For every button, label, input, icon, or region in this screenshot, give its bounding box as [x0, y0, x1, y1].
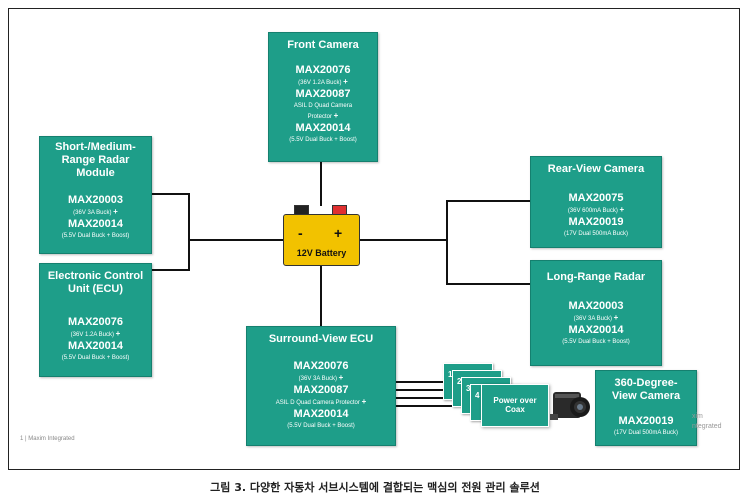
part-number: MAX20076: [293, 360, 349, 372]
connector-ecu: [150, 269, 190, 271]
front-camera-title: Front Camera: [287, 39, 359, 51]
connector-right-trunk: [446, 200, 448, 285]
connector-right-battery: [358, 239, 448, 241]
connector-long-radar: [446, 283, 530, 285]
surround-view-ecu-box: Surround-View ECU MAX20076 (36V 3A Buck)…: [246, 326, 396, 446]
part-number: MAX20076: [67, 316, 124, 328]
coax-card-number: 3: [466, 384, 471, 393]
part-number: MAX20087: [295, 88, 351, 100]
plus-sign: +: [361, 397, 367, 406]
connector-rear-camera: [446, 200, 530, 202]
part-number: MAX20075: [568, 192, 624, 204]
part-spec: (17V Dual 500mA Buck): [563, 231, 629, 237]
radar-module-box: Short-/Medium- Range Radar Module MAX200…: [39, 136, 152, 254]
part-spec: (17V Dual 500mA Buck): [613, 430, 679, 436]
connector-surround-ecu: [320, 264, 322, 327]
brand-logo-text: xim ntegrated: [692, 412, 722, 432]
power-over-coax-box: Power over Coax: [481, 384, 549, 427]
plus-sign: +: [333, 111, 339, 120]
battery-minus-sign: -: [298, 225, 303, 241]
part-number: MAX20014: [568, 324, 624, 336]
surround-view-ecu-title: Surround-View ECU: [268, 333, 374, 345]
coax-line: [394, 397, 464, 399]
part-spec: (36V 1.2A Buck): [70, 332, 114, 338]
part-spec: (5.5V Dual Buck + Boost): [287, 423, 355, 429]
front-camera-box: Front Camera MAX20076 (36V 1.2A Buck) + …: [268, 32, 378, 162]
coax-card-number: 2: [457, 377, 462, 386]
coax-card-number: 4: [475, 391, 480, 400]
ecu-title-2: Unit (ECU): [68, 283, 123, 295]
view-360-title-2: View Camera: [611, 390, 681, 402]
part-spec: (5.5V Dual Buck + Boost): [562, 339, 630, 345]
part-spec: ASIL D Quad Camera: [293, 103, 353, 109]
part-number: MAX20076: [295, 64, 351, 76]
plus-sign: +: [343, 77, 348, 86]
part-number: MAX20014: [293, 408, 349, 420]
battery-plus-sign: +: [334, 225, 343, 241]
battery: - + 12V Battery: [283, 214, 360, 266]
part-spec: (36V 3A Buck): [573, 316, 612, 322]
plus-sign: +: [619, 205, 625, 214]
ecu-title-1: Electronic Control: [47, 270, 144, 282]
connector-radar-module: [150, 193, 190, 195]
connector-left-trunk: [188, 193, 190, 271]
part-number: MAX20014: [295, 122, 351, 134]
part-number: MAX20014: [67, 340, 124, 352]
power-over-coax-label-1: Power over: [493, 396, 537, 405]
figure-caption: 그림 3. 다양한 자동차 서브시스템에 결합되는 맥심의 전원 관리 솔루션: [210, 481, 540, 494]
part-spec: ASIL D Quad Camera Protector: [275, 400, 360, 406]
connector-front-camera: [320, 160, 322, 206]
coax-line: [394, 381, 448, 383]
brand-logo-line: xim: [692, 413, 703, 420]
part-number: MAX20019: [618, 415, 674, 427]
connector-left-battery: [188, 239, 284, 241]
plus-sign: +: [115, 329, 121, 338]
part-number: MAX20019: [568, 216, 624, 228]
battery-label: 12V Battery: [296, 248, 347, 258]
rear-camera-title: Rear-View Camera: [547, 163, 645, 175]
part-spec: (36V 1.2A Buck): [298, 80, 342, 86]
long-range-radar-box: Long-Range Radar MAX20003 (36V 3A Buck) …: [530, 260, 662, 366]
part-spec: (5.5V Dual Buck + Boost): [289, 137, 357, 143]
plus-sign: +: [113, 207, 118, 216]
ecu-box: Electronic Control Unit (ECU) MAX20076 (…: [39, 263, 152, 377]
plus-sign: +: [613, 313, 619, 322]
plus-sign: +: [338, 373, 344, 382]
part-number: MAX20014: [67, 218, 124, 230]
coax-line: [394, 405, 472, 407]
camera-icon: [550, 392, 590, 420]
radar-module-title-2: Range Radar: [61, 154, 130, 166]
brand-logo-line: ntegrated: [692, 423, 722, 430]
footer-text: 1 | Maxim Integrated: [20, 436, 75, 442]
coax-card-number: 1: [448, 370, 453, 379]
long-range-radar-title: Long-Range Radar: [546, 271, 646, 283]
view-360-title-1: 360-Degree-: [614, 377, 678, 389]
coax-line: [394, 389, 456, 391]
part-number: MAX20003: [67, 194, 124, 206]
part-spec: (36V 3A Buck): [298, 376, 337, 382]
view-360-camera-box: 360-Degree- View Camera MAX20019 (17V Du…: [595, 370, 697, 446]
rear-camera-box: Rear-View Camera MAX20075 (36V 600mA Buc…: [530, 156, 662, 248]
radar-module-title-1: Short-/Medium-: [55, 141, 136, 153]
part-spec: Protector: [307, 114, 332, 120]
part-spec: (36V 600mA Buck): [567, 208, 618, 214]
part-number: MAX20003: [568, 300, 624, 312]
part-spec: (5.5V Dual Buck + Boost): [61, 355, 130, 361]
part-number: MAX20087: [293, 384, 349, 396]
part-spec: (5.5V Dual Buck + Boost): [61, 233, 130, 239]
radar-module-title-3: Module: [76, 167, 115, 179]
power-over-coax-label-2: Coax: [505, 405, 525, 414]
part-spec: (36V 3A Buck): [73, 210, 112, 216]
